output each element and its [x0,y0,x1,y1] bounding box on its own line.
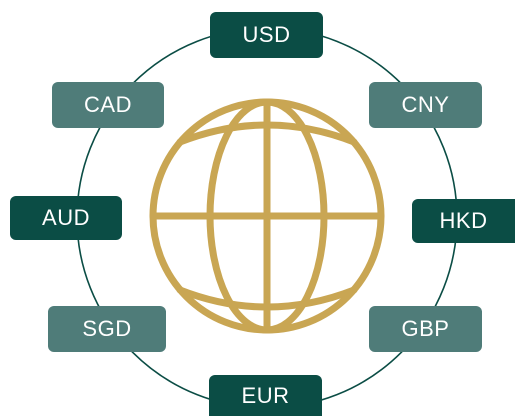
currency-cny: CNY [369,82,482,128]
currency-sgd: SGD [48,306,166,352]
currency-cad: CAD [52,82,164,128]
currency-usd: USD [210,12,323,58]
currency-hkd: HKD [412,199,515,243]
currency-aud: AUD [10,196,122,240]
currency-eur: EUR [209,375,322,416]
currency-gbp: GBP [369,306,482,352]
